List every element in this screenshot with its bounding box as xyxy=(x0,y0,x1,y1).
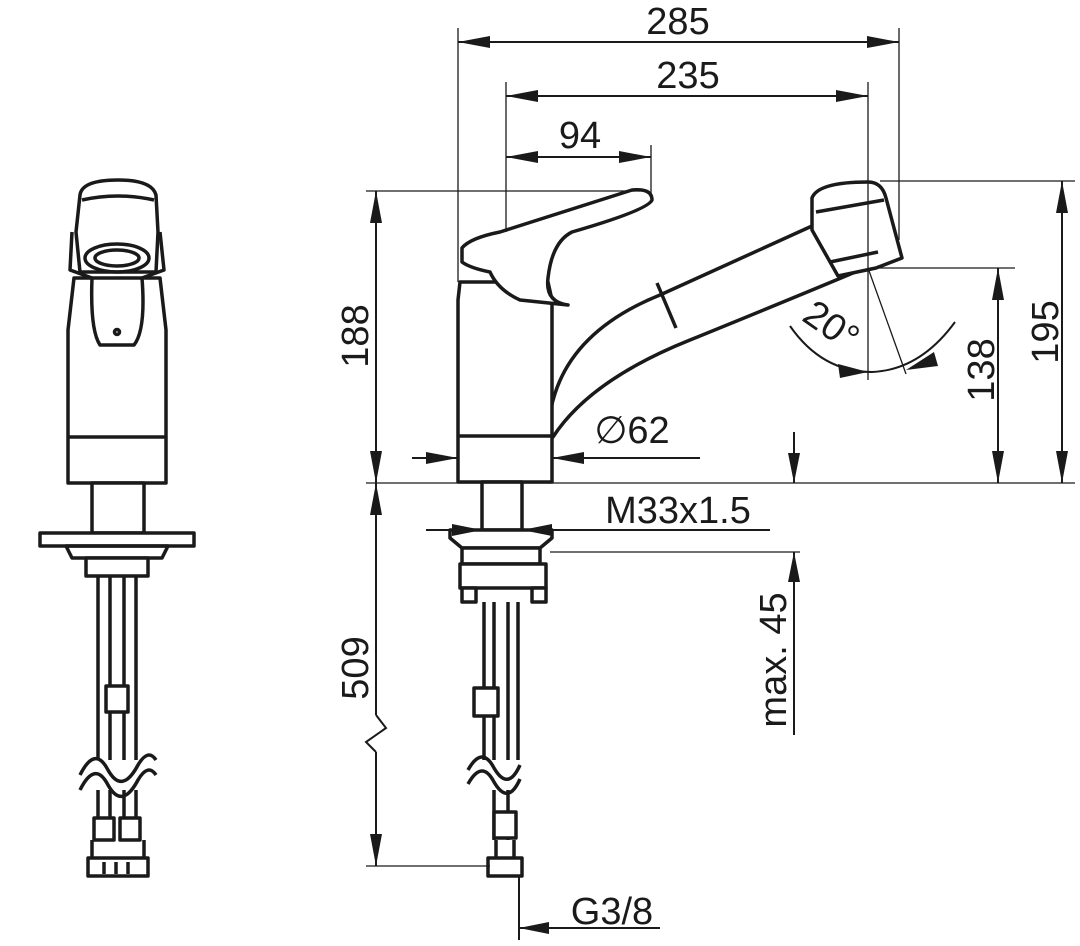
front-aerator xyxy=(83,242,151,274)
front-view xyxy=(38,178,196,878)
dim-overall-reach: 285 xyxy=(646,1,709,43)
side-spray-head xyxy=(810,180,904,278)
dim-thread: M33x1.5 xyxy=(605,490,751,532)
side-body xyxy=(456,280,554,484)
dim-connection: G3/8 xyxy=(571,891,653,933)
front-shank xyxy=(90,481,146,535)
front-spray-head xyxy=(74,178,160,274)
dim-outlet-height: 138 xyxy=(961,338,1003,401)
dim-swivel-angle: 20° xyxy=(795,292,866,359)
dim-base-diameter: ∅62 xyxy=(594,410,669,452)
front-deck-plate xyxy=(38,531,196,548)
side-view xyxy=(448,180,904,878)
dimension-labels: 285 235 94 188 195 138 20° ∅62 M33x1.5 m… xyxy=(335,1,1067,933)
side-shank xyxy=(480,480,524,532)
side-supply-hoses xyxy=(466,602,524,878)
dim-spout-reach: 235 xyxy=(656,55,719,97)
front-body xyxy=(66,276,168,485)
dim-overall-height: 188 xyxy=(335,304,377,367)
dim-max-deck-thickness: max. 45 xyxy=(753,592,795,727)
dimension-lines xyxy=(364,28,1075,940)
dim-spray-height: 195 xyxy=(1025,300,1067,363)
dim-hose-length: 509 xyxy=(335,636,377,699)
side-lever xyxy=(460,187,654,307)
front-supply-hoses xyxy=(78,576,158,878)
dim-lever-offset: 94 xyxy=(559,115,601,157)
